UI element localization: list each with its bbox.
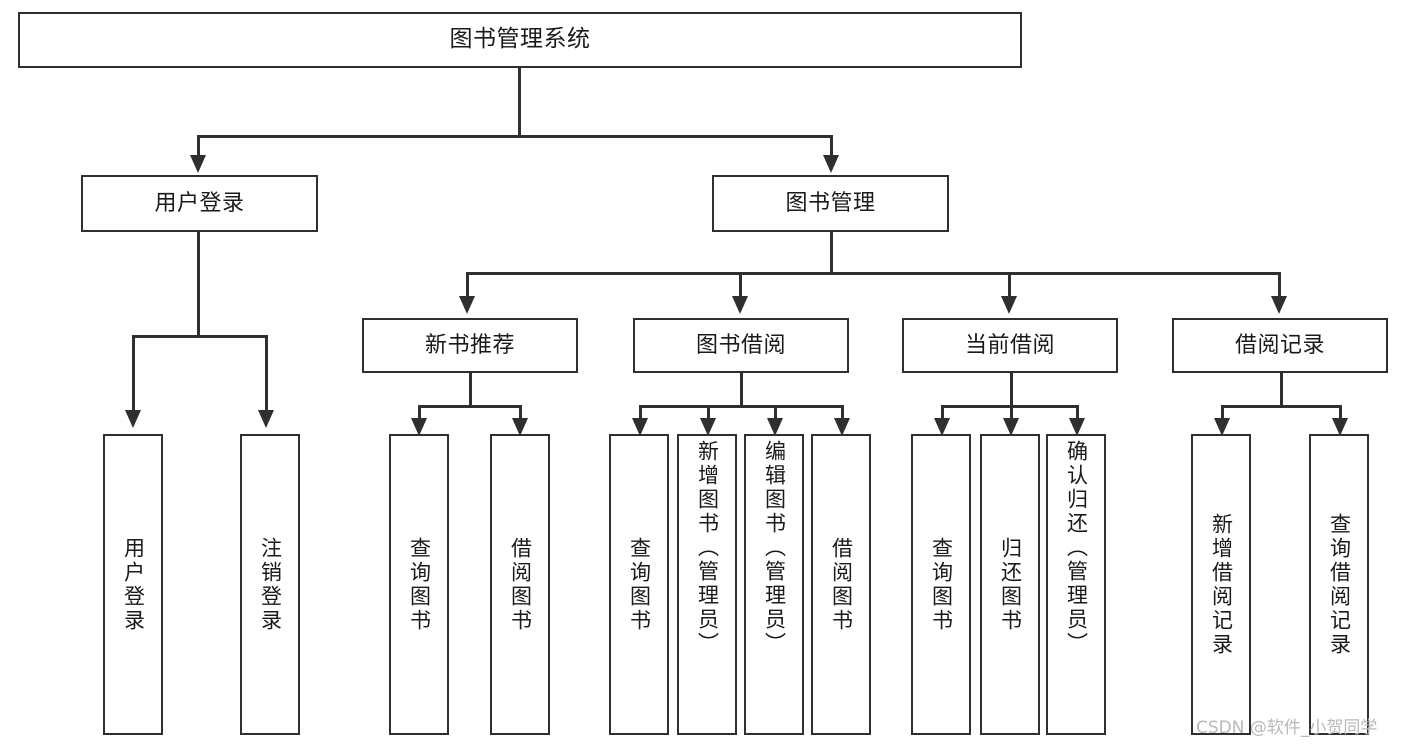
connector-rec-bar [418, 405, 521, 408]
connector-bm-to-rec [466, 272, 469, 298]
leaf-rec-borrow-book[interactable]: 借阅图书 [490, 434, 550, 735]
arrowhead-new-book-rec [459, 296, 475, 314]
arrowhead-current-borrow [1001, 296, 1017, 314]
arrowhead-leaf-bb-edit-book [767, 418, 783, 436]
arrowhead-leaf-cb-query-book [934, 418, 950, 436]
connector-bb-bar [639, 405, 843, 408]
csdn-watermark: CSDN @软件_小贺同学 [1196, 718, 1378, 738]
connector-ul-to-leaf1 [132, 335, 135, 413]
connector-root-to-book-manage [830, 135, 833, 160]
node-label: 借阅图书 [829, 536, 854, 633]
node-label: 编辑图书（管理员） [762, 440, 787, 656]
leaf-bb-add-book[interactable]: 新增图书（管理员） [677, 434, 737, 735]
arrowhead-leaf-user-login [125, 410, 141, 428]
arrowhead-leaf-user-logout [258, 410, 274, 428]
connector-cb-bar [941, 405, 1078, 408]
leaf-bb-edit-book[interactable]: 编辑图书（管理员） [744, 434, 804, 735]
arrowhead-leaf-br-add-record [1214, 418, 1230, 436]
node-root-book-management-system[interactable]: 图书管理系统 [18, 12, 1022, 68]
node-label: 新书推荐 [424, 332, 515, 358]
arrowhead-leaf-bb-query-book [632, 418, 648, 436]
leaf-cb-confirm-return[interactable]: 确认归还（管理员） [1046, 434, 1106, 735]
node-label: 借阅记录 [1234, 332, 1325, 358]
node-label: 图书管理 [785, 190, 876, 216]
arrowhead-user-login [190, 155, 206, 173]
node-label: 注销登录 [258, 536, 283, 633]
connector-rec-stem [469, 373, 472, 407]
arrowhead-leaf-rec-query-book [411, 418, 427, 436]
arrowhead-leaf-bb-borrow-book [834, 418, 850, 436]
connector-book-manage-bar [466, 272, 1280, 275]
connector-br-to-leaf1 [1221, 405, 1224, 427]
node-label: 查询借阅记录 [1327, 512, 1352, 657]
node-book-management[interactable]: 图书管理 [712, 175, 949, 232]
arrowhead-book-manage [823, 155, 839, 173]
node-label: 图书管理系统 [449, 26, 591, 53]
leaf-rec-query-book[interactable]: 查询图书 [389, 434, 449, 735]
arrowhead-borrow-record [1271, 296, 1287, 314]
connector-rec-to-leaf1 [418, 405, 421, 427]
node-label: 新增借阅记录 [1209, 512, 1234, 657]
arrowhead-leaf-cb-return-book [1003, 418, 1019, 436]
connector-br-stem [1280, 373, 1283, 407]
node-user-login[interactable]: 用户登录 [81, 175, 318, 232]
connector-bm-to-borrow [739, 272, 742, 298]
connector-bm-to-record [1278, 272, 1281, 298]
arrowhead-leaf-br-query-record [1332, 418, 1348, 436]
connector-cb-to-leaf1 [941, 405, 944, 427]
leaf-bb-query-book[interactable]: 查询图书 [609, 434, 669, 735]
connector-root-to-user-login [197, 135, 200, 160]
leaf-user-login[interactable]: 用户登录 [103, 434, 163, 735]
connector-user-login-bar [132, 335, 267, 338]
connector-book-manage-stem [830, 232, 833, 274]
connector-br-bar [1221, 405, 1341, 408]
arrowhead-leaf-rec-borrow-book [512, 418, 528, 436]
node-label: 查询图书 [627, 536, 652, 633]
arrowhead-leaf-bb-add-book [700, 418, 716, 436]
connector-bb-to-leaf4 [841, 405, 844, 427]
node-label: 归还图书 [998, 536, 1023, 633]
node-current-borrowing[interactable]: 当前借阅 [902, 318, 1118, 373]
leaf-user-logout[interactable]: 注销登录 [240, 434, 300, 735]
leaf-bb-borrow-book[interactable]: 借阅图书 [811, 434, 871, 735]
connector-bm-to-current [1008, 272, 1011, 298]
connector-bb-to-leaf3 [774, 405, 777, 427]
connector-bb-stem [740, 373, 743, 407]
leaf-cb-return-book[interactable]: 归还图书 [980, 434, 1040, 735]
node-book-borrowing[interactable]: 图书借阅 [633, 318, 849, 373]
node-label: 借阅图书 [508, 536, 533, 633]
connector-user-login-stem [197, 232, 200, 337]
node-new-book-recommendation[interactable]: 新书推荐 [362, 318, 578, 373]
node-label: 用户登录 [121, 536, 146, 633]
arrowhead-leaf-cb-confirm-return [1069, 418, 1085, 436]
connector-br-to-leaf2 [1339, 405, 1342, 427]
node-borrowing-record[interactable]: 借阅记录 [1172, 318, 1388, 373]
node-label: 查询图书 [407, 536, 432, 633]
connector-root-bar [197, 135, 832, 138]
leaf-cb-query-book[interactable]: 查询图书 [911, 434, 971, 735]
node-label: 确认归还（管理员） [1064, 440, 1089, 656]
leaf-br-add-record[interactable]: 新增借阅记录 [1191, 434, 1251, 735]
connector-cb-to-leaf2 [1010, 405, 1013, 427]
node-label: 查询图书 [929, 536, 954, 633]
node-label: 新增图书（管理员） [695, 440, 720, 656]
connector-bb-to-leaf2 [707, 405, 710, 427]
leaf-br-query-record[interactable]: 查询借阅记录 [1309, 434, 1369, 735]
node-label: 当前借阅 [964, 332, 1055, 358]
connector-bb-to-leaf1 [639, 405, 642, 427]
connector-ul-to-leaf2 [265, 335, 268, 413]
connector-cb-to-leaf3 [1076, 405, 1079, 427]
connector-root-stem [518, 67, 521, 137]
connector-rec-to-leaf2 [519, 405, 522, 427]
node-label: 用户登录 [154, 190, 245, 216]
connector-cb-stem [1010, 373, 1013, 407]
arrowhead-book-borrow [732, 296, 748, 314]
node-label: 图书借阅 [695, 332, 786, 358]
